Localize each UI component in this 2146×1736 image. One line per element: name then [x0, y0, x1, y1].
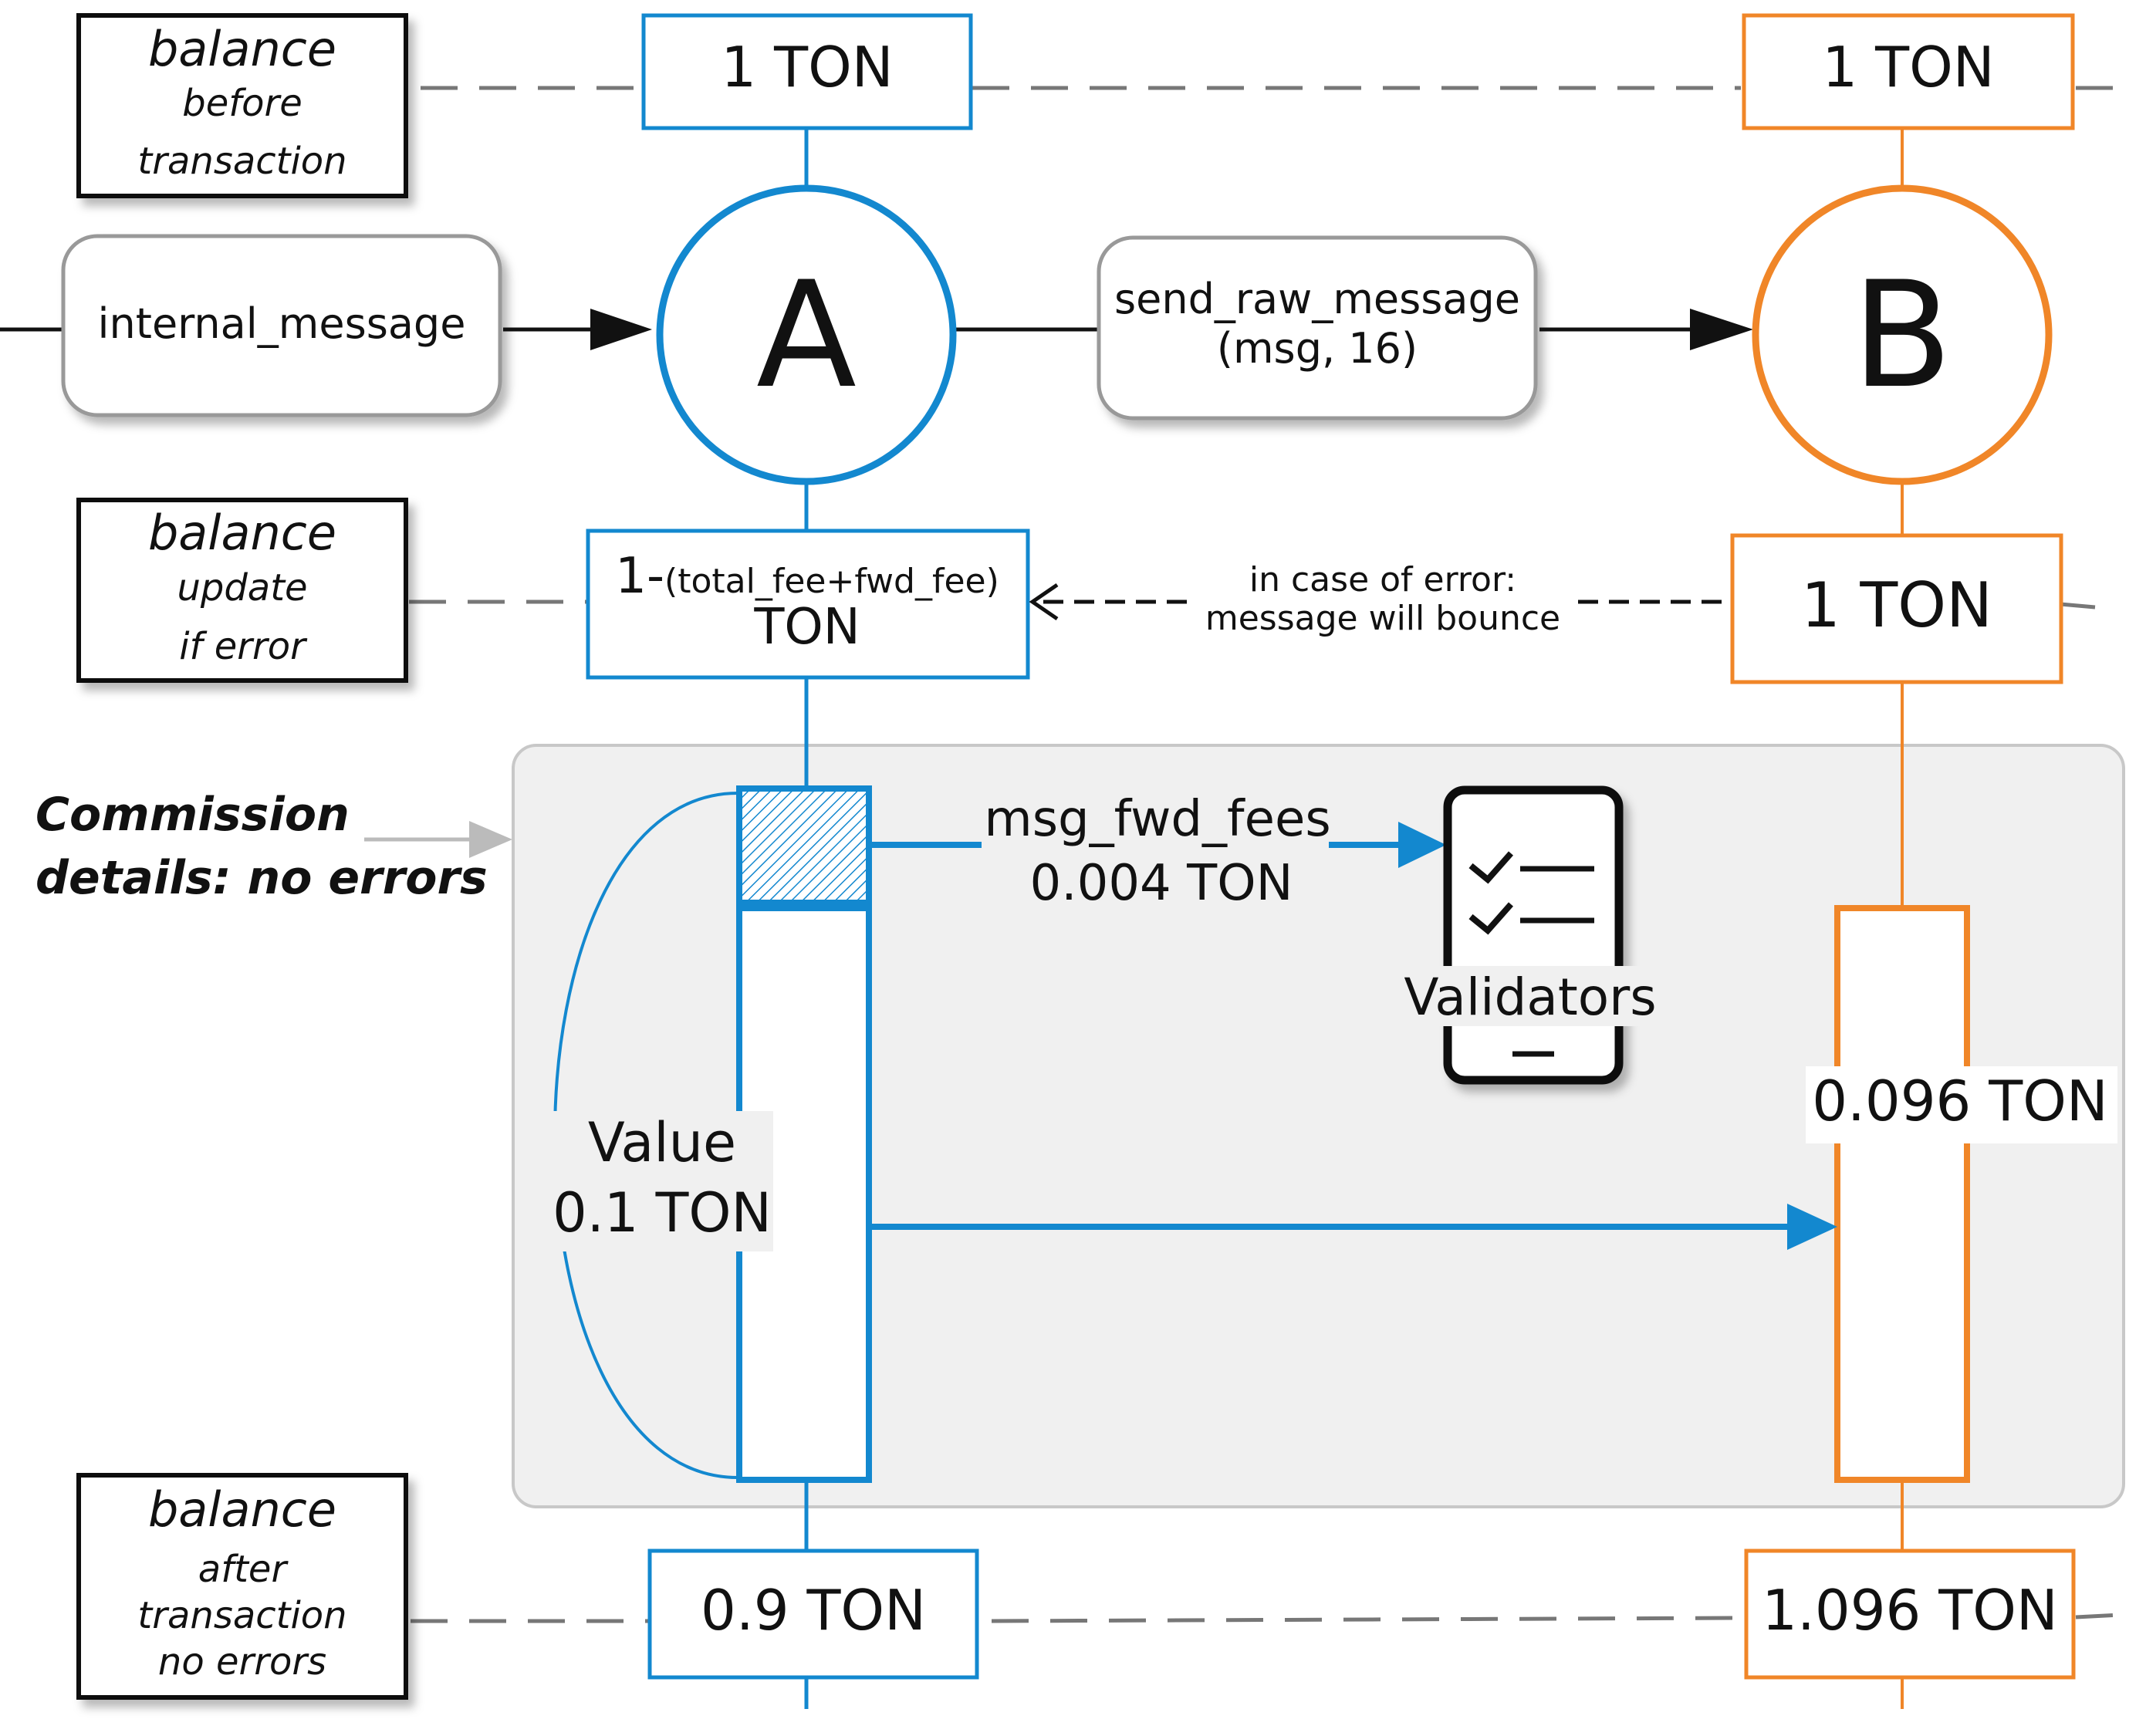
account-b-label: B — [1852, 250, 1952, 420]
balance-b-after-value: 1.096 TON — [1762, 1578, 2058, 1643]
balance-b-update-value: 1 TON — [1801, 569, 1992, 641]
balance-a-before: 1 TON — [641, 13, 973, 130]
validators-label-text: Validators — [1404, 968, 1656, 1027]
value-label-amount: 0.1 TON — [553, 1181, 772, 1245]
bounce-note-line1: in case of error: — [1249, 560, 1516, 599]
value-label-title: Value — [588, 1111, 736, 1174]
bounce-arrow: in case of error: message will bounce — [1029, 560, 1730, 638]
balance-a-after-value: 0.9 TON — [701, 1578, 926, 1643]
fwd-fee-label: msg_fwd_fees — [984, 791, 1330, 848]
row-label-before-line2: transaction — [137, 140, 346, 183]
row-label-before-title: balance — [148, 21, 336, 77]
value-label: Value 0.1 TON — [540, 1111, 773, 1251]
account-a: A — [656, 184, 957, 485]
clipboard-checklist-icon — [1443, 785, 1624, 1085]
balance-guide-lines — [409, 86, 2134, 1623]
balance-a-update: 1-(total_fee+fwd_fee) TON — [586, 529, 1030, 680]
send-arrow — [1539, 309, 1753, 350]
incoming-message-pill: internal_message — [0, 234, 502, 417]
balance-a-update-prefix: 1- — [615, 548, 664, 605]
commission-label: Commission details: no errors — [35, 788, 512, 905]
validators-label: Validators — [1401, 966, 1657, 1027]
row-label-update-line1: update — [177, 566, 307, 610]
row-label-update: balance update if error — [76, 498, 408, 683]
account-b: B — [1752, 184, 2053, 485]
balance-b-before: 1 TON — [1742, 13, 2075, 130]
send-message-line2: (msg, 16) — [1217, 324, 1418, 373]
balance-a-update-line1: 1-(total_fee+fwd_fee) — [615, 548, 999, 605]
balance-a-update-formula: (total_fee+fwd_fee) — [664, 562, 999, 601]
fwd-fee-arrow: msg_fwd_fees 0.004 TON — [872, 791, 1446, 912]
row-label-after-line2: transaction — [137, 1594, 346, 1637]
commission-label-line2: details: no errors — [35, 851, 488, 905]
received-amount-value: 0.096 TON — [1812, 1069, 2108, 1133]
fwd-fee-block — [736, 785, 872, 906]
bounce-note-line2: message will bounce — [1205, 599, 1560, 638]
row-label-update-line2: if error — [179, 625, 308, 668]
row-label-after-line3: no errors — [158, 1640, 326, 1684]
balance-a-after: 0.9 TON — [647, 1549, 979, 1680]
row-label-before: balance before transaction — [76, 13, 408, 198]
commission-label-line1: Commission — [35, 788, 350, 842]
received-amount-label: 0.096 TON — [1806, 1066, 2117, 1143]
value-transfer-arrow — [872, 1204, 1837, 1250]
row-label-update-title: balance — [148, 505, 336, 561]
row-label-after-line1: after — [198, 1548, 289, 1591]
incoming-arrow — [503, 309, 652, 350]
incoming-message-label: internal_message — [98, 299, 466, 348]
balance-a-before-value: 1 TON — [721, 35, 893, 100]
received-block-b — [1834, 905, 1970, 1483]
row-label-after: balance after transaction no errors — [76, 1473, 408, 1700]
send-message-line1: send_raw_message — [1114, 275, 1520, 323]
balance-a-update-line2: TON — [753, 599, 860, 656]
fwd-fee-value: 0.004 TON — [1030, 855, 1293, 912]
balance-b-before-value: 1 TON — [1822, 35, 1994, 100]
balance-b-update: 1 TON — [1730, 533, 2063, 684]
commission-panel — [512, 744, 2125, 1508]
balance-b-after: 1.096 TON — [1744, 1549, 2076, 1680]
send-message-pill: send_raw_message (msg, 16) — [1097, 235, 1538, 420]
row-label-after-title: balance — [148, 1481, 336, 1538]
row-label-before-line1: before — [182, 82, 302, 125]
account-a-label: A — [756, 250, 857, 420]
